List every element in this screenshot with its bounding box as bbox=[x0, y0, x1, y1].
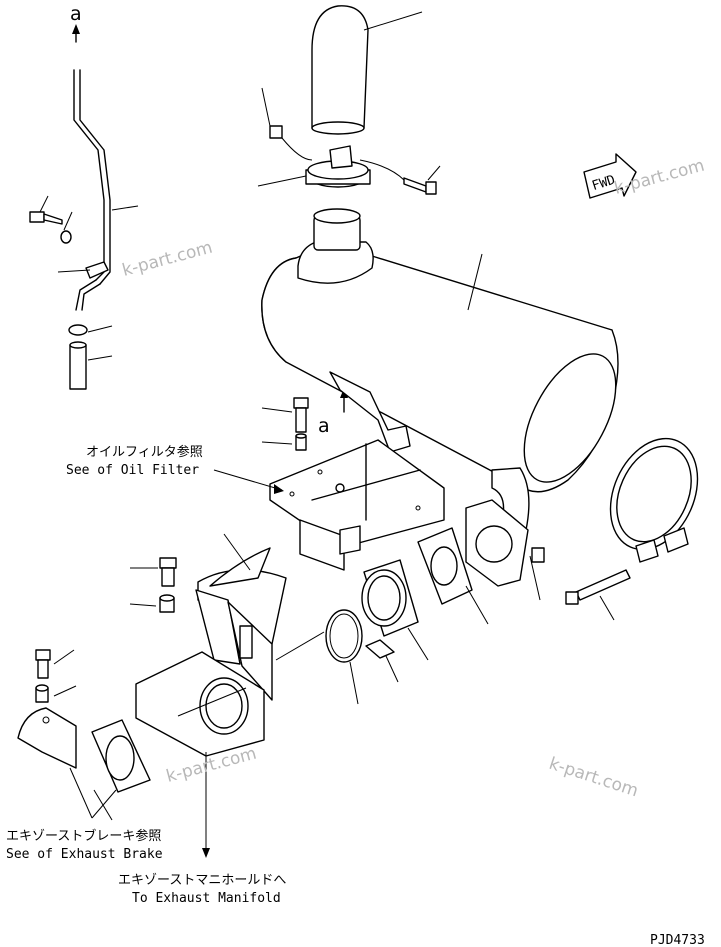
arrow-label-a-top: a bbox=[70, 3, 82, 25]
exhaust-brake-label-jp: エキゾーストブレーキ参照 bbox=[6, 828, 161, 844]
manifold-label-jp: エキゾーストマニホールドへ bbox=[118, 873, 286, 888]
drain-pipe-assembly: a bbox=[29, 3, 139, 390]
upper-mount-bracket bbox=[261, 371, 445, 571]
flange-gaskets bbox=[325, 527, 545, 705]
muffler-clamp-band bbox=[565, 437, 699, 621]
muffler bbox=[261, 208, 619, 587]
watermark: k-part.com bbox=[612, 156, 707, 199]
fwd-direction-indicator: FWD bbox=[583, 153, 637, 199]
watermark: k-part.com bbox=[546, 754, 640, 802]
manifold-label-en: To Exhaust Manifold bbox=[132, 891, 281, 906]
arrow-a-mid: a bbox=[318, 388, 348, 437]
fwd-label: FWD bbox=[590, 173, 617, 195]
lower-bracket-assembly bbox=[17, 533, 325, 858]
oil-filter-label-jp: オイルフィルタ参照 bbox=[86, 444, 203, 460]
drawing-code: PJD4733 bbox=[650, 933, 705, 947]
arrow-label-a-mid: a bbox=[318, 415, 330, 437]
oil-filter-label-en: See of Oil Filter bbox=[66, 463, 199, 478]
watermark: k-part.com bbox=[120, 238, 215, 281]
oil-filter-leader bbox=[213, 469, 283, 491]
tail-pipe bbox=[257, 5, 441, 195]
exhaust-brake-label-en: See of Exhaust Brake bbox=[6, 847, 163, 862]
